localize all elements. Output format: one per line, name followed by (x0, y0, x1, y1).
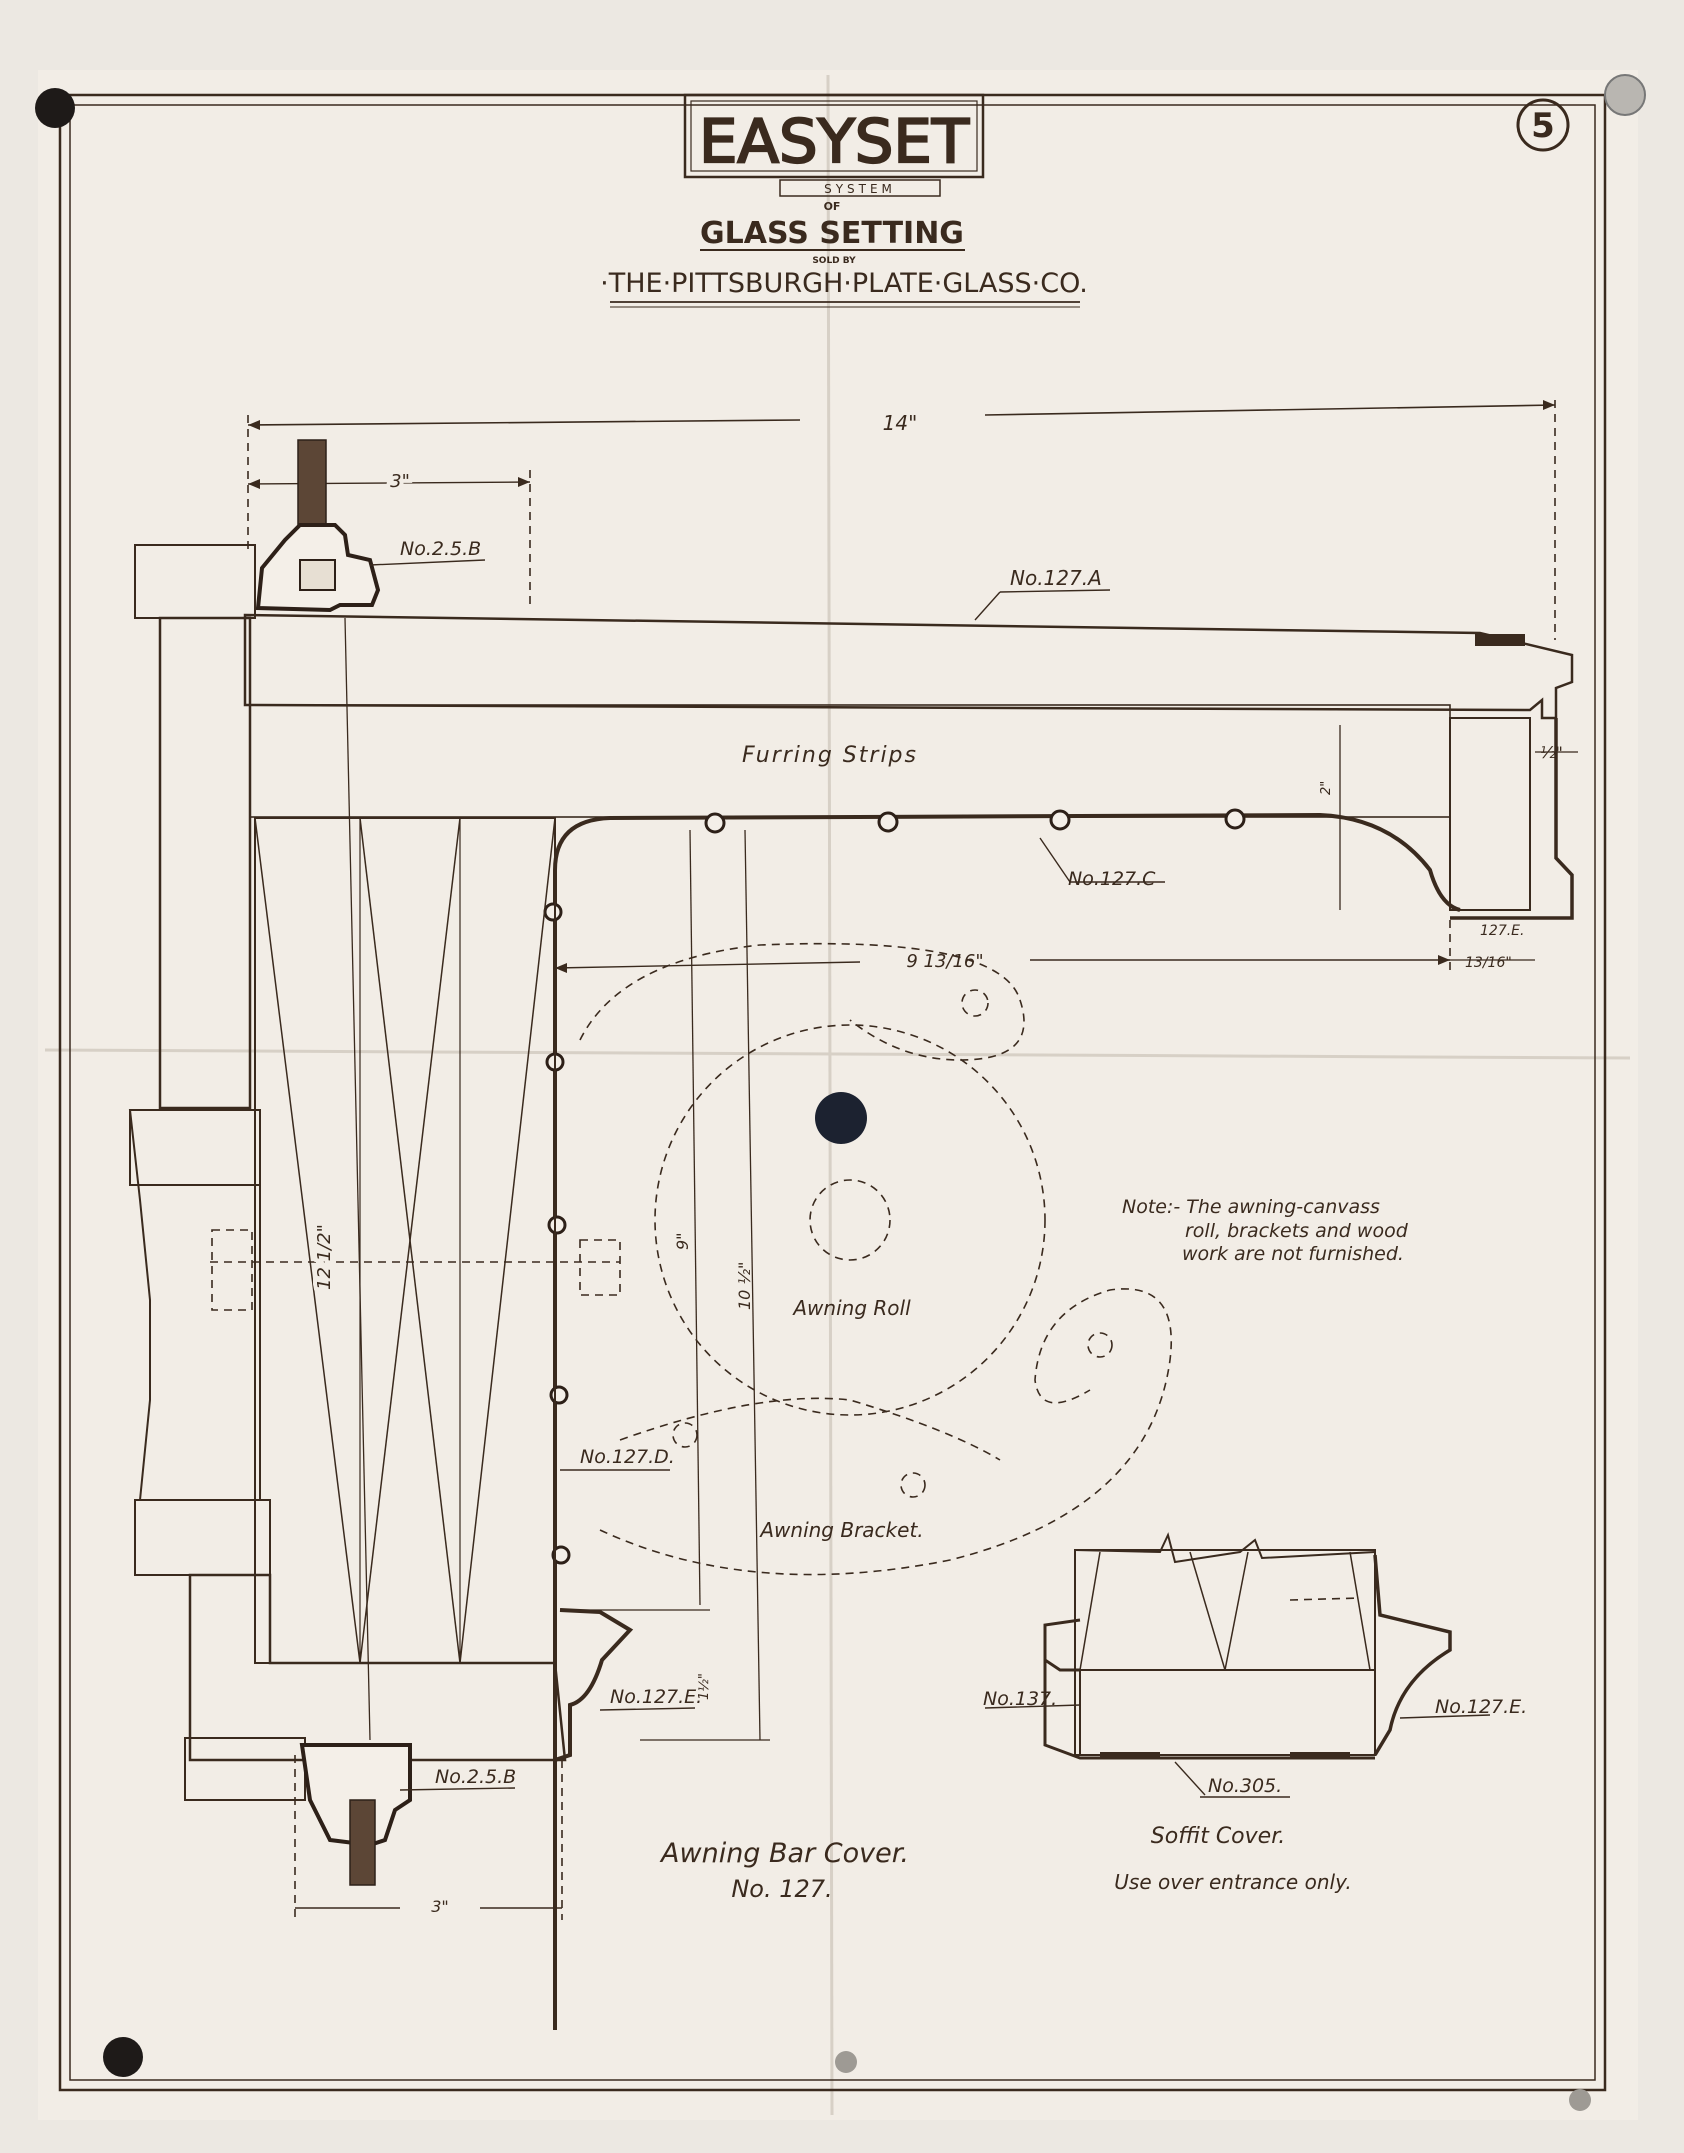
note-line-2: roll, brackets and wood (1185, 1220, 1409, 1242)
bottom-glass-bar (299, 1743, 412, 1886)
label-127a-leader (974, 591, 1001, 621)
dim-14: 14" (883, 411, 918, 435)
label-127c-leader (1039, 837, 1071, 883)
tack-top-left (35, 88, 75, 128)
tack-bottom-center (835, 2051, 857, 2073)
label-127c: No.127.C (1068, 868, 1156, 890)
of-label: OF (824, 200, 841, 213)
plate-number: 5 (1531, 106, 1555, 146)
bottom-board (188, 1573, 567, 1762)
logo-sub-frame (779, 179, 941, 197)
label-awning-roll: Awning Roll (791, 1296, 911, 1320)
label-137: No.137. (983, 1688, 1057, 1710)
label-127e: No.127.E. (610, 1686, 702, 1708)
dim-3-top: 3" (390, 471, 410, 492)
note-line-1: Note:- The awning-canvass (1122, 1196, 1380, 1218)
left-wall-band (129, 1109, 261, 1186)
label-127e-soffit: No.127.E. (1435, 1696, 1527, 1718)
plate-number-circle (1516, 98, 1570, 152)
cover-127c (553, 812, 1461, 2030)
company: ·THE·PITTSBURGH·PLATE·GLASS·CO. (600, 268, 1088, 299)
label-305: No.305. (1208, 1775, 1282, 1797)
dimension-inner: 9 13/16" (554, 920, 1451, 975)
caption-main-sub: No. 127. (731, 1875, 832, 1903)
brand-logo: EASYSET (699, 107, 969, 177)
label-137-leader (984, 1704, 1081, 1709)
dim-furring: 2" (1319, 781, 1334, 795)
logo-frame-inner (690, 100, 978, 172)
dim-small: 13/16" (1465, 955, 1512, 971)
tack-bottom-left (103, 2037, 143, 2077)
left-wall (158, 616, 252, 1110)
cover-127e (554, 1608, 634, 1762)
label-25b-bottom: No.2.5.B (435, 1766, 516, 1788)
dim-gap: 1½" (697, 1673, 712, 1700)
label-furring: Furring Strips (742, 743, 918, 768)
punch-hole (815, 1092, 867, 1144)
fold-horizontal (44, 1048, 1631, 1060)
label-25b-top: No.2.5.B (400, 538, 481, 560)
awning-bracket (599, 1288, 1172, 1576)
sold-by: SOLD BY (812, 256, 856, 266)
dimension-top-3in: 3" (247, 467, 531, 610)
top-board-cap (1475, 634, 1525, 646)
note-line-3: work are not furnished. (1182, 1243, 1404, 1265)
label-127a-line (999, 589, 1111, 593)
caption-main-title: Awning Bar Cover. (659, 1838, 909, 1869)
dim-height-b-line (689, 829, 701, 1606)
label-127e-soffit-leader (1399, 1714, 1491, 1719)
awning-roll (579, 942, 1046, 1416)
tack-bottom-right (1569, 2089, 1591, 2111)
dim-height-c-line (744, 829, 761, 1741)
label-awning-bracket: Awning Bracket. (758, 1518, 923, 1542)
dim-height-c: 10 ½" (735, 1262, 754, 1310)
right-end-cover (1450, 718, 1574, 920)
label-127e-leader (599, 1707, 696, 1711)
caption-soffit-title: Soffit Cover. (1151, 1824, 1285, 1849)
dim-height-a: 12 1/2" (314, 1224, 335, 1290)
dim-height-a-line (344, 617, 371, 1741)
inner-border (69, 104, 1596, 2081)
dim-inner: 9 13/16" (906, 951, 983, 972)
tack-top-right (1604, 74, 1646, 116)
brand-logo-sub: SYSTEM (824, 182, 896, 196)
label-127d: No.127.D. (580, 1446, 675, 1468)
bolt-head (211, 1229, 253, 1311)
right-end-block (1449, 717, 1531, 911)
dimension-bottom-3in: 3" (294, 1755, 563, 1920)
caption-soffit-sub: Use over entrance only. (1114, 1870, 1351, 1894)
soffit-detail (1043, 1532, 1452, 1760)
logo-frame (683, 93, 985, 179)
top-glass-bar (255, 439, 381, 613)
title: GLASS SETTING (700, 216, 964, 251)
dimension-overall: 14" (247, 400, 1556, 640)
label-25b-top-leader (369, 559, 486, 566)
label-25b-bottom-leader (399, 1787, 516, 1791)
bolt-nut (579, 1239, 621, 1296)
dim-height-b: 9" (673, 1232, 692, 1250)
dim-3-bottom: 3" (431, 1897, 449, 1916)
label-127a: No.127.A (1010, 566, 1102, 590)
label-305-leader (1174, 1761, 1206, 1796)
label-127e-small: 127.E. (1480, 923, 1524, 939)
